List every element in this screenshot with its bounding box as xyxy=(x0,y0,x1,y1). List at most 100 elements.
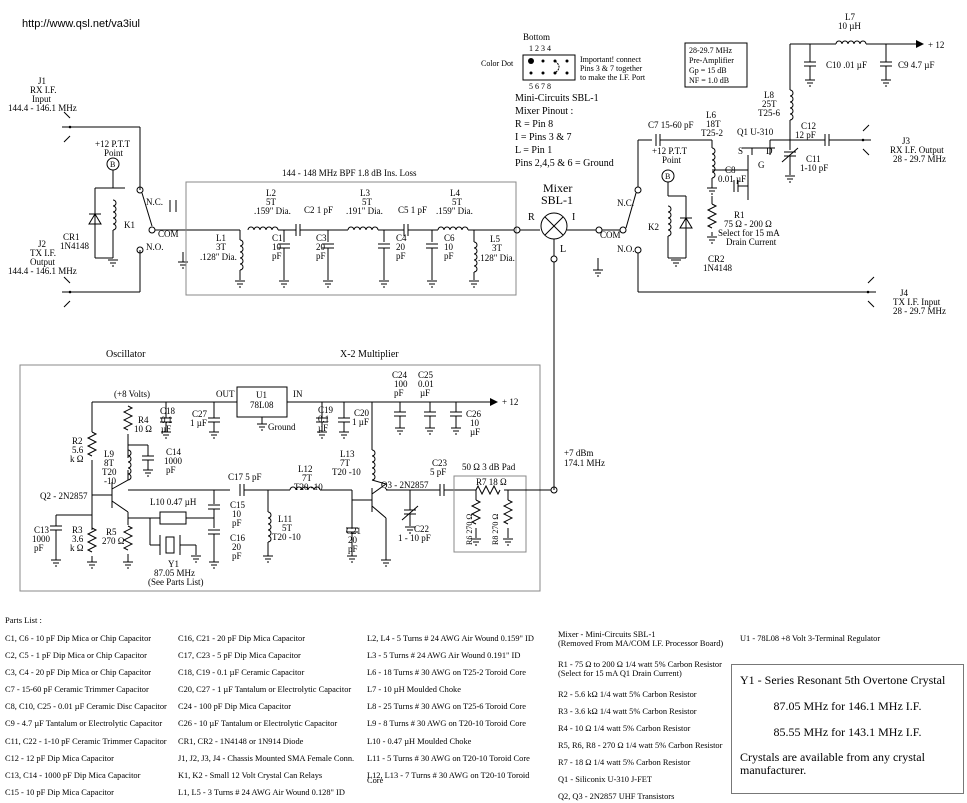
parts-item: R7 - 18 Ω 1/4 watt 5% Carbon Resistor xyxy=(558,758,691,767)
parts-item: U1 - 78L08 +8 Volt 3-Terminal Regulator xyxy=(740,634,881,643)
ptt2-label-a: +12 P.T.T xyxy=(652,146,688,156)
c20-cap xyxy=(337,417,351,423)
c4-val: 20 xyxy=(396,242,406,252)
c17-cap xyxy=(239,483,245,497)
l9-core-b: -10 xyxy=(104,476,116,486)
q3-label: Q3 - 2N2857 xyxy=(381,480,429,490)
j4-label-a: TX I.F. Input xyxy=(893,297,941,307)
r3-label: R3 xyxy=(72,525,83,535)
c20-label: C20 xyxy=(354,408,370,418)
c26-unit: µF xyxy=(470,427,480,437)
c19-unit: µF xyxy=(318,423,328,433)
c24-unit: pF xyxy=(394,388,404,398)
preamp-line-2: Pre-Amplifier xyxy=(689,56,734,65)
r2-value: 5.6 xyxy=(72,445,84,455)
color-dot-label: Color Dot xyxy=(481,59,514,68)
mc-line-3: R = Pin 8 xyxy=(515,119,553,130)
parts-item: L1, L5 - 3 Turns # 24 AWG Air Wound 0.12… xyxy=(178,787,345,797)
k2-nc-label: N.C. xyxy=(617,198,634,208)
k1-label: K1 xyxy=(124,220,135,230)
r2-label: R2 xyxy=(72,436,83,446)
j3-connector xyxy=(854,124,872,156)
c23-label: C23 xyxy=(432,458,448,468)
important-line-2: Pins 3 & 7 together xyxy=(580,64,643,73)
c1-unit: pF xyxy=(272,251,282,261)
j1-label-c: 144.4 - 146.1 MHz xyxy=(8,103,77,113)
parts-item: Core xyxy=(367,775,384,785)
cr2-label: CR2 xyxy=(708,254,725,264)
r1-resistor xyxy=(707,203,717,229)
k1-nc-label: N.C. xyxy=(146,197,163,207)
q1-source: S xyxy=(738,146,743,156)
c6-val: 10 xyxy=(444,242,454,252)
j1-connector xyxy=(61,111,79,143)
c22-label: C22 xyxy=(414,524,429,534)
c24-cap xyxy=(393,411,407,417)
j2-label-a: TX I.F. xyxy=(30,248,56,258)
parts-item: L10 - 0.47 µH Moulded Choke xyxy=(367,736,472,746)
l4-turns: 5T xyxy=(452,197,463,207)
c9-cap xyxy=(879,61,893,67)
parts-item: R1 - 75 Ω to 200 Ω 1/4 watt 5% Carbon Re… xyxy=(558,660,722,669)
c11-value: 1-10 pF xyxy=(800,163,828,173)
l7-coil xyxy=(835,40,867,45)
j4-label: J4 xyxy=(900,288,909,298)
ptt1-b-marker: B xyxy=(110,160,115,169)
crystal-note-box: Y1 - Series Resonant 5th Overtone Crysta… xyxy=(731,664,964,794)
crystal-freq-1: 87.05 MHz for 146.1 MHz I.F. xyxy=(773,699,922,713)
l7-value: 10 µH xyxy=(838,21,861,31)
parts-item: L12, L13 - 7 Turns # 30 AWG on T20-10 To… xyxy=(367,770,530,780)
l10-label: L10 0.47 µH xyxy=(150,497,197,507)
k1-com-label: COM xyxy=(158,229,179,239)
l10-choke xyxy=(159,511,187,525)
c17-label: C17 5 pF xyxy=(228,472,262,482)
u1-ground-label: Ground xyxy=(268,422,296,432)
cr1-type: 1N4148 xyxy=(60,241,89,251)
l13-coil xyxy=(371,449,376,481)
c15-cap xyxy=(207,504,221,510)
c9-label: C9 4.7 µF xyxy=(898,60,934,70)
l3-label: L3 xyxy=(360,188,370,198)
parts-item: C13, C14 - 1000 pF Dip Mica Capacitor xyxy=(5,770,141,780)
c14-label: C14 xyxy=(166,447,182,457)
bpf-box xyxy=(185,181,517,296)
l13-turns: 7T xyxy=(340,458,351,468)
c12-cap xyxy=(824,133,830,147)
q1-gate: G xyxy=(758,160,765,170)
l8-coil xyxy=(789,89,794,121)
ptt2-label-b: Point xyxy=(662,155,682,165)
c14-cap xyxy=(141,455,155,461)
c8-value: 0.01 µF xyxy=(718,174,746,184)
r4-resistor xyxy=(123,405,133,431)
parts-item: J1, J2, J3, J4 - Chassis Mounted SMA Fem… xyxy=(178,753,355,763)
c6-cap xyxy=(425,243,439,249)
c18-label: C18 xyxy=(160,406,176,416)
crystal-note: Crystals are available from any crystal … xyxy=(740,750,925,777)
preamp-line-4: NF = 1.0 dB xyxy=(689,76,729,85)
parts-col-5: U1 - 78L08 +8 Volt 3-Terminal Regulator xyxy=(740,630,880,647)
j1-label-b: Input xyxy=(32,94,51,104)
k2-no-label: N.O. xyxy=(617,244,635,254)
parts-item: (Select for 15 mA Q1 Drain Current) xyxy=(558,669,682,678)
j1-label: J1 xyxy=(38,76,46,86)
c5-label: C5 1 pF xyxy=(398,205,427,215)
c3-unit: pF xyxy=(316,251,326,261)
r5-resistor xyxy=(123,525,133,551)
l13-core: T20 -10 xyxy=(332,467,361,477)
j4-connector xyxy=(859,276,877,308)
lo-freq-label: 174.1 MHz xyxy=(564,458,605,468)
c10-label: C10 .01 µF xyxy=(826,60,867,70)
c21-value: 20 xyxy=(348,535,358,545)
u1-out-label: OUT xyxy=(216,389,235,399)
c23-value: 5 pF xyxy=(430,467,446,477)
r3-resistor xyxy=(87,527,97,553)
c3-val: 20 xyxy=(316,242,326,252)
l3-coil xyxy=(347,226,379,231)
parts-col-2: C16, C21 - 20 pF Dip Mica Capacitor C17,… xyxy=(178,630,354,801)
r2-resistor xyxy=(87,431,97,457)
l7-label: L7 xyxy=(845,12,855,22)
pinout-body xyxy=(522,54,576,81)
c25-unit: µF xyxy=(420,388,430,398)
mc-line-4: I = Pins 3 & 7 xyxy=(515,132,571,143)
l4-coil xyxy=(437,226,469,231)
